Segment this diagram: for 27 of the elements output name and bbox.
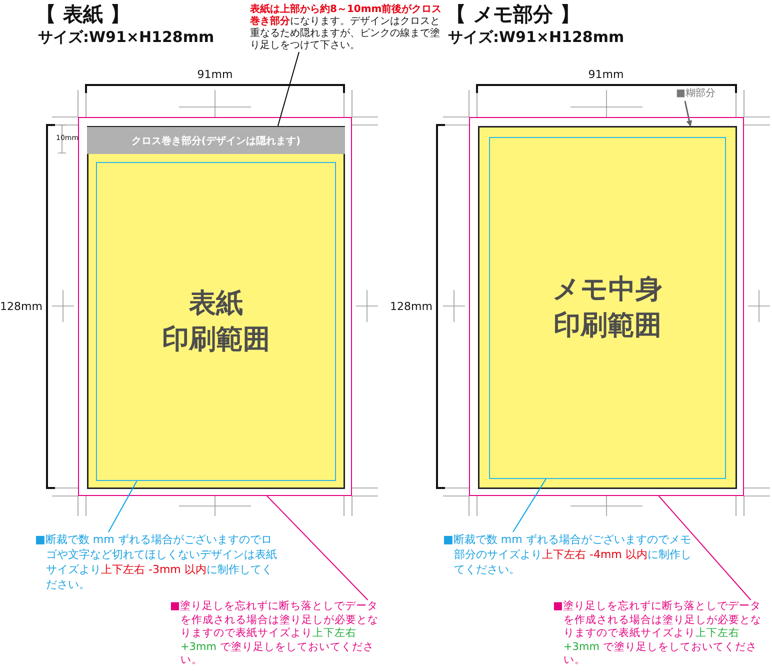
dimension-label: 128mm (390, 300, 432, 313)
leader-line (108, 480, 138, 532)
note-text: ■塗り足しを忘れずに断ち落としでデータを作成される場合は塗り足しが必要となりますので表紙サイズより上下左右 +3mm で塗り足しをしておいてください。 (553, 600, 762, 668)
dimension-label: 128mm (0, 300, 42, 313)
area-title: 印刷範囲 (162, 322, 270, 356)
note-text: 表紙は上部から約8～10mm前後がクロス巻き部分になります。デザインはクロスと重なるため隠れますが、ピンクの線まで塗り足しをつけて下さい。 (250, 4, 443, 52)
leader-line (277, 52, 300, 126)
dimension-label: 91mm (588, 68, 624, 81)
safe-print-area-box (96, 162, 336, 481)
leader-line (266, 496, 368, 600)
note-text: ■断裁で数 mm ずれる場合がございますのでメモ部分のサイズより上下左右 -4mm 以内に制作してください。 (443, 532, 692, 577)
dimension-label: 91mm (197, 68, 233, 81)
note-text: ■塗り足しを忘れずに断ち落としでデータを作成される場合は塗り足しが必要となりますので表紙サイズより上下左右 +3mm で塗り足しをしておいてください。 (170, 600, 380, 668)
area-title: 表紙 (189, 286, 243, 320)
band-label: クロス巻き部分(デザインは隠れます) (131, 134, 301, 148)
area-title: メモ中身 (552, 273, 662, 307)
leader-line (512, 478, 546, 532)
glue-area-label: ■糊部分 (676, 87, 716, 101)
heading: サイズ:W91×H128mm (38, 28, 214, 46)
note-text: ■断裁で数 mm ずれる場合がございますのでロゴや文字など切れてほしくないデザインは表紙サイズより上下左右 -3mm 以内に制作してください。 (35, 532, 278, 592)
heading: 【 表紙 】 (36, 2, 130, 26)
arrow (684, 100, 692, 127)
cloth-wrap-band (87, 126, 345, 154)
leader-line (658, 496, 752, 600)
area-title: 印刷範囲 (554, 309, 662, 343)
heading: サイズ:W91×H128mm (448, 28, 624, 46)
heading: 【 メモ部分 】 (446, 2, 580, 26)
